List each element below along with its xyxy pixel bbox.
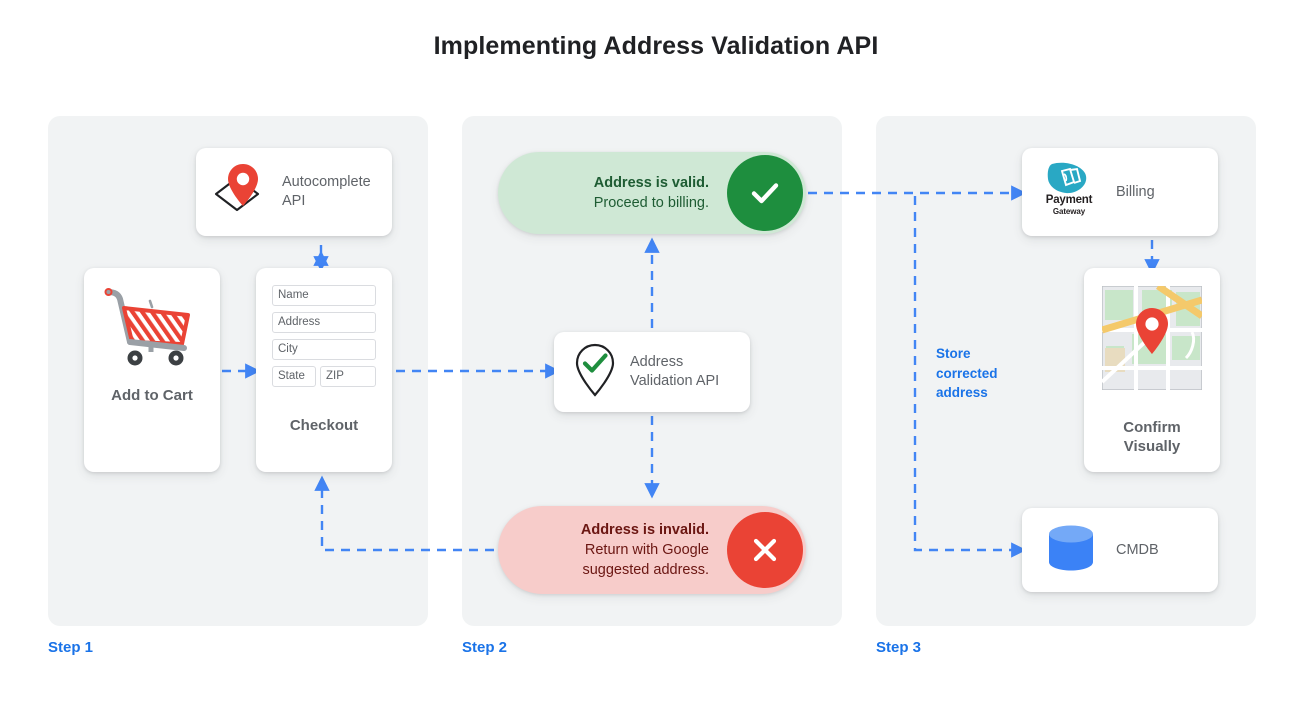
checkout-zip-field[interactable]: ZIP [320, 366, 376, 387]
database-icon [1044, 522, 1100, 579]
step-3-label: Step 3 [876, 639, 922, 656]
address-invalid-line2: Return with Google [584, 542, 709, 558]
billing-label: Billing [1116, 183, 1155, 200]
cmdb-label: CMDB [1116, 541, 1159, 558]
address-invalid-line3: suggested address. [582, 562, 709, 578]
address-valid-text: Address is valid. Proceed to billing. [498, 173, 727, 213]
address-invalid-text: Address is invalid. Return with Google s… [498, 520, 727, 580]
shopping-cart-icon [84, 286, 220, 372]
page-title: Implementing Address Validation API [433, 32, 879, 60]
check-icon [727, 155, 803, 231]
address-validation-api-card[interactable]: Address Validation API [554, 332, 750, 412]
map-pin-envelope-icon [210, 161, 272, 224]
confirm-visually-card[interactable]: Confirm Visually [1084, 268, 1220, 472]
cmdb-card[interactable]: CMDB [1022, 508, 1218, 592]
pin-check-icon [570, 341, 620, 404]
address-valid-line2: Proceed to billing. [593, 195, 709, 211]
checkout-card[interactable]: Name Address City State ZIP Checkout [256, 268, 392, 472]
checkout-address-field[interactable]: Address [272, 312, 376, 333]
checkout-caption: Checkout [289, 417, 359, 434]
store-corrected-address-note: Store corrected address [936, 346, 998, 400]
step-1-label: Step 1 [48, 639, 94, 656]
address-validation-api-label: Address Validation API [630, 354, 720, 389]
billing-card[interactable]: Payment Gateway Billing [1022, 148, 1218, 236]
step-2-label: Step 2 [462, 639, 508, 656]
checkout-name-field[interactable]: Name [272, 285, 376, 306]
autocomplete-api-label: Autocomplete API [282, 174, 371, 209]
autocomplete-api-card[interactable]: Autocomplete API [196, 148, 392, 236]
payment-gateway-name: Payment [1045, 194, 1093, 206]
add-to-cart-card[interactable]: Add to Cart [84, 268, 220, 472]
address-invalid-line1: Address is invalid. [580, 522, 709, 538]
payment-gateway-sub: Gateway [1052, 207, 1086, 216]
confirm-visually-caption: Confirm Visually [1123, 419, 1181, 455]
checkout-city-field[interactable]: City [272, 339, 376, 360]
payment-gateway-icon: Payment Gateway [1036, 162, 1102, 222]
checkout-state-field[interactable]: State [272, 366, 316, 387]
add-to-cart-caption: Add to Cart [111, 387, 193, 404]
map-thumbnail-icon [1100, 283, 1204, 395]
address-invalid-pill: Address is invalid. Return with Google s… [498, 506, 806, 594]
address-valid-pill: Address is valid. Proceed to billing. [498, 152, 806, 234]
close-icon [727, 512, 803, 588]
address-valid-line1: Address is valid. [593, 175, 709, 191]
